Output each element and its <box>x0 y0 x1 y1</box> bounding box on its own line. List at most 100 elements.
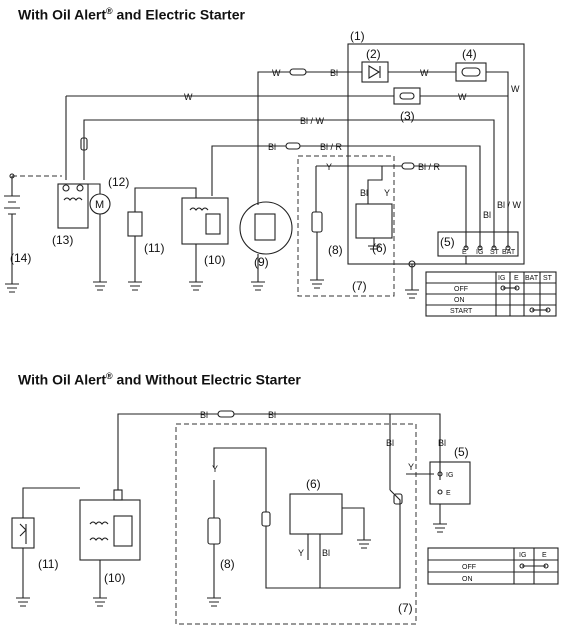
wire-label-w3: W <box>184 92 193 102</box>
starter-relay-13 <box>57 183 89 229</box>
ignition-switch-5-b <box>429 461 471 505</box>
control-box-1 <box>347 43 525 265</box>
relay-winding <box>63 197 83 201</box>
battery-terminal <box>9 173 15 179</box>
table-top-row-off: OFF <box>454 286 468 293</box>
terminal-st <box>491 245 497 251</box>
wire-label-blr1: Bl / R <box>320 142 343 152</box>
terminal-bat <box>505 245 511 251</box>
blw-connector <box>80 137 88 151</box>
terminal-label-ig: IG <box>476 249 483 256</box>
label-2: (2) <box>366 47 381 61</box>
label-5-b: (5) <box>454 445 469 459</box>
terminal-label-e-b: E <box>446 490 451 497</box>
wire-11-top <box>134 187 197 212</box>
label-6-b: (6) <box>306 477 321 491</box>
connector-a <box>289 68 307 76</box>
label-3: (3) <box>400 109 415 123</box>
relay-terminal-b <box>76 184 84 192</box>
label-6: (6) <box>372 241 387 255</box>
wire-label-bl1-b: Bl <box>200 410 208 420</box>
switch-table-top: IG E BAT ST OFF ON START <box>425 271 557 317</box>
ignition-coil-10 <box>181 197 229 245</box>
wire-internal-b <box>319 489 401 589</box>
label-10-b: (10) <box>104 571 125 585</box>
ground-5 <box>405 289 419 299</box>
motor-symbol: M <box>95 199 104 211</box>
wire-label-bl6-b: Bl <box>322 548 330 558</box>
wire-e-ground <box>411 256 467 290</box>
terminal-label-st: ST <box>490 249 500 256</box>
wire-6-top <box>367 166 383 204</box>
wire-6-b-bottom <box>307 534 321 560</box>
wire-label-blv1-b: Bl <box>386 438 394 448</box>
table-top-h-e: E <box>514 275 519 282</box>
wire-label-bl1: Bl <box>330 68 338 78</box>
label-11: (11) <box>144 241 164 255</box>
wire-label-w2: W <box>420 68 429 78</box>
section-title-without-electric-starter: With Oil Alert® and Without Electric Sta… <box>18 371 301 388</box>
connector-8-b <box>261 511 271 527</box>
section-title-electric-starter: With Oil Alert® and Electric Starter <box>18 6 245 23</box>
wire-blw <box>83 119 495 248</box>
diode-b <box>393 493 403 505</box>
terminal-e-b <box>437 489 443 495</box>
wire-label-bl3: Bl <box>360 188 368 198</box>
wire-label-y3-b: Y <box>298 548 304 558</box>
wire-label-bl2: Bl <box>268 142 276 152</box>
unit-6-b <box>289 493 343 535</box>
top-diagram: (1) (7) W Bl (2) W (4) W <box>4 29 557 317</box>
label-4: (4) <box>462 47 477 61</box>
wire-label-blr2: Bl / R <box>418 162 441 172</box>
table-bottom-h-ig: IG <box>519 552 526 559</box>
ground-5-b <box>433 504 447 533</box>
wire-fuse-to-bat <box>486 71 509 248</box>
coil-winding-10-b <box>89 521 109 541</box>
wire-bl-b <box>117 413 218 490</box>
wire-label-y2: Y <box>384 188 390 198</box>
coil-winding-10 <box>189 207 209 211</box>
label-7-b: (7) <box>398 601 413 615</box>
relay-terminal-a <box>62 184 70 192</box>
ground-node <box>408 260 416 268</box>
ground-9 <box>251 254 265 291</box>
wire-label-blv2-b: Bl <box>438 438 446 448</box>
spark-symbol-b <box>19 523 27 544</box>
wire-label-vbl: Bl <box>483 210 491 220</box>
wire-label-y1-b: Y <box>408 462 414 472</box>
label-8-b: (8) <box>220 557 235 571</box>
table-bottom-h-e: E <box>542 552 547 559</box>
wire-12 <box>84 183 107 291</box>
wire-label-vw: W <box>511 84 520 94</box>
ignition-unit-7 <box>297 155 395 297</box>
unit-6 <box>355 203 393 239</box>
ground-8-b <box>207 480 221 607</box>
wire-label-y: Y <box>326 162 332 172</box>
table-top-h-bat: BAT <box>525 275 539 282</box>
wire-bl-right <box>300 145 481 248</box>
label-11-b: (11) <box>38 557 58 571</box>
table-top-h-st: ST <box>543 275 553 282</box>
connector-bl <box>285 142 301 150</box>
table-top-row-on: ON <box>454 297 465 304</box>
table-bottom-row-on: ON <box>462 576 473 583</box>
wire-label-w1: W <box>272 68 281 78</box>
terminal-label-e: E <box>462 249 467 256</box>
ground-11-b <box>16 548 30 607</box>
ground-8 <box>310 279 324 289</box>
fuse-element <box>461 67 481 77</box>
label-1: (1) <box>350 29 365 43</box>
ground-10 <box>189 244 203 291</box>
label-13: (13) <box>52 233 73 247</box>
connector-blr <box>401 162 415 170</box>
wire-bl-10 <box>211 145 286 196</box>
wire-label-w3b: W <box>458 92 467 102</box>
ignition-switch-5 <box>437 231 519 257</box>
wire-w-charge <box>257 71 290 205</box>
ignition-coil-10-b <box>79 499 141 561</box>
bottom-diagram: (7) Bl Bl Bl Bl Y IG E (5) <box>11 410 559 625</box>
switch-table-bottom: IG E OFF ON <box>427 547 559 585</box>
wire-8-b-bottom <box>265 526 320 589</box>
